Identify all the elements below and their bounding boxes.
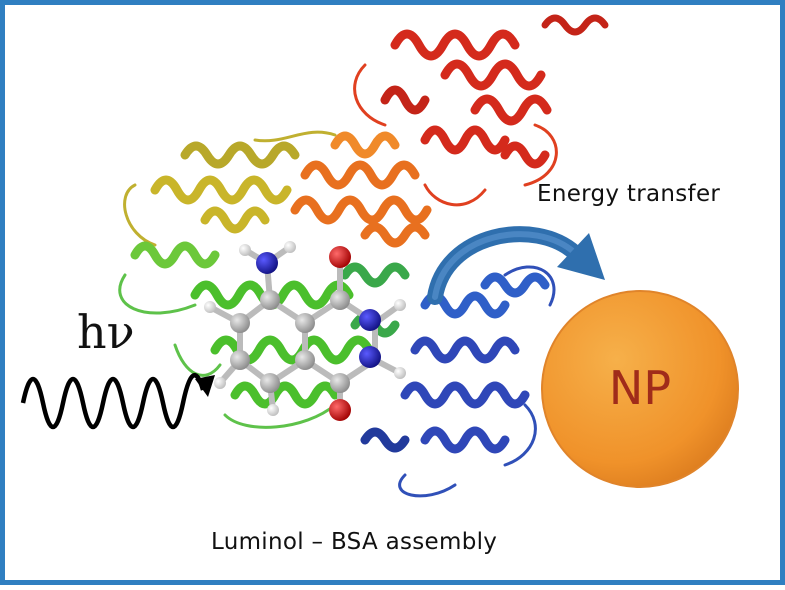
luminol-bsa-assembly-label: Luminol – BSA assembly (211, 529, 498, 555)
nanoparticle-label: NP (608, 361, 672, 415)
orange-helix-domain (290, 131, 432, 248)
protein-ribbon-illustration (118, 14, 609, 498)
figure-artwork (20, 14, 739, 498)
blue-helix-domain (360, 272, 550, 454)
yellow-helix-domain (150, 141, 300, 234)
red-helix-domain (380, 14, 609, 169)
photon-label: hν (77, 305, 135, 359)
luminol-molecule-icon (204, 241, 406, 421)
energy-transfer-arrow-icon (427, 226, 605, 305)
nanoparticle-sphere-icon (541, 290, 739, 488)
photon-wave-icon (20, 373, 215, 429)
energy-transfer-label: Energy transfer (537, 181, 721, 207)
